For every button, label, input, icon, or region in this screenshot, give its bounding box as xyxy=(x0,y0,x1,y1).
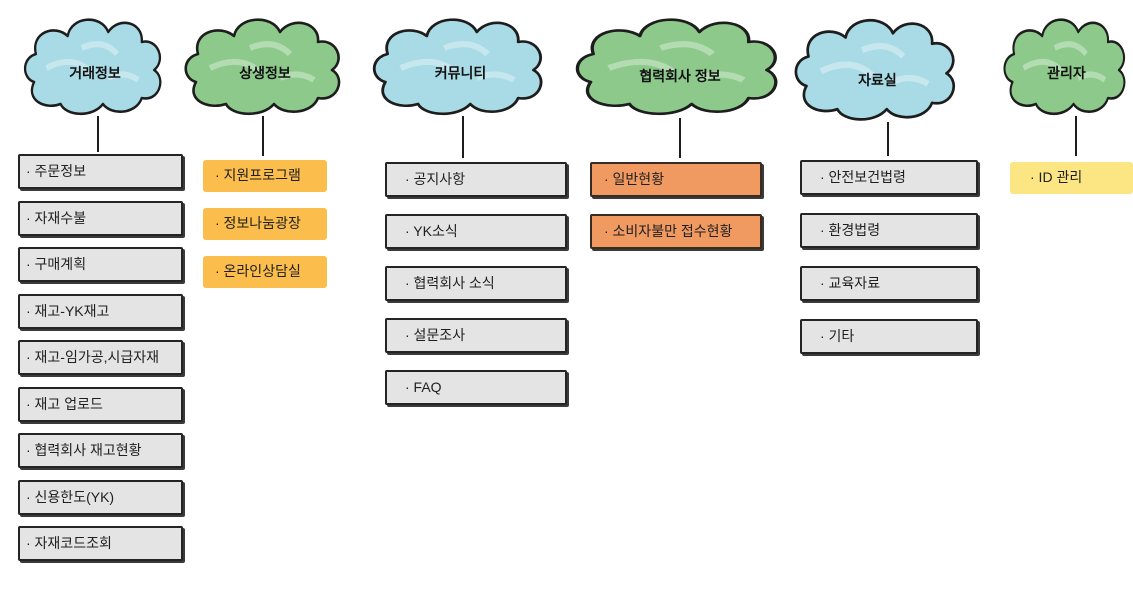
menu-item[interactable]: · 환경법령 xyxy=(800,213,978,248)
menu-item[interactable]: · 교육자료 xyxy=(800,266,978,301)
category-title: 거래정보 xyxy=(69,65,121,81)
menu-item[interactable]: · 구매계획 xyxy=(18,247,183,282)
menu-item[interactable]: · 협력회사 소식 xyxy=(385,266,567,301)
category-cloud[interactable]: 관리자 xyxy=(1000,8,1133,120)
menu-item[interactable]: · 지원프로그램 xyxy=(203,160,327,192)
category-title: 자료실 xyxy=(858,72,897,88)
menu-item[interactable]: · 자재코드조회 xyxy=(18,526,183,561)
menu-item[interactable]: · 안전보건법령 xyxy=(800,160,978,195)
menu-item[interactable]: · 재고-YK재고 xyxy=(18,294,183,329)
menu-item[interactable]: · FAQ xyxy=(385,370,567,405)
category-title: 관리자 xyxy=(1047,65,1086,81)
connector-line xyxy=(1075,116,1077,156)
cloud-shape-icon xyxy=(1003,18,1126,116)
cloud-shape-icon xyxy=(372,18,543,116)
menu-item[interactable]: · 재고-임가공,시급자재 xyxy=(18,340,183,375)
category-title: 커뮤니티 xyxy=(434,65,487,81)
cloud-shape-icon xyxy=(794,18,956,121)
menu-item[interactable]: · YK소식 xyxy=(385,214,567,249)
category-title: 협력회사 정보 xyxy=(639,68,721,84)
menu-item[interactable]: · 온라인상담실 xyxy=(203,256,327,288)
cloud-shape-icon xyxy=(23,18,162,116)
menu-item[interactable]: · 협력회사 재고현황 xyxy=(18,433,183,468)
menu-item[interactable]: · ID 관리 xyxy=(1010,162,1133,194)
menu-item[interactable]: · 설문조사 xyxy=(385,318,567,353)
connector-line xyxy=(679,118,681,158)
category-title: 상생정보 xyxy=(239,65,291,81)
menu-item[interactable]: · 공지사항 xyxy=(385,162,567,197)
cloud-shape-icon xyxy=(184,18,341,116)
connector-line xyxy=(462,116,464,158)
cloud-shape-icon xyxy=(575,18,778,116)
category-cloud[interactable]: 협력회사 정보 xyxy=(570,8,790,120)
category-cloud[interactable]: 자료실 xyxy=(790,8,965,126)
menu-item[interactable]: · 자재수불 xyxy=(18,201,183,236)
menu-item[interactable]: · 신용한도(YK) xyxy=(18,480,183,515)
menu-item[interactable]: · 기타 xyxy=(800,319,978,354)
category-cloud[interactable]: 거래정보 xyxy=(20,8,170,120)
menu-item[interactable]: · 주문정보 xyxy=(18,154,183,189)
menu-item[interactable]: · 일반현황 xyxy=(590,162,762,197)
menu-item[interactable]: · 재고 업로드 xyxy=(18,387,183,422)
menu-item[interactable]: · 정보나눔광장 xyxy=(203,208,327,240)
connector-line xyxy=(97,116,99,152)
connector-line xyxy=(887,122,889,156)
menu-item[interactable]: · 소비자불만 접수현황 xyxy=(590,214,762,249)
category-cloud[interactable]: 상생정보 xyxy=(180,8,350,120)
category-cloud[interactable]: 커뮤니티 xyxy=(368,8,553,120)
connector-line xyxy=(262,116,264,156)
